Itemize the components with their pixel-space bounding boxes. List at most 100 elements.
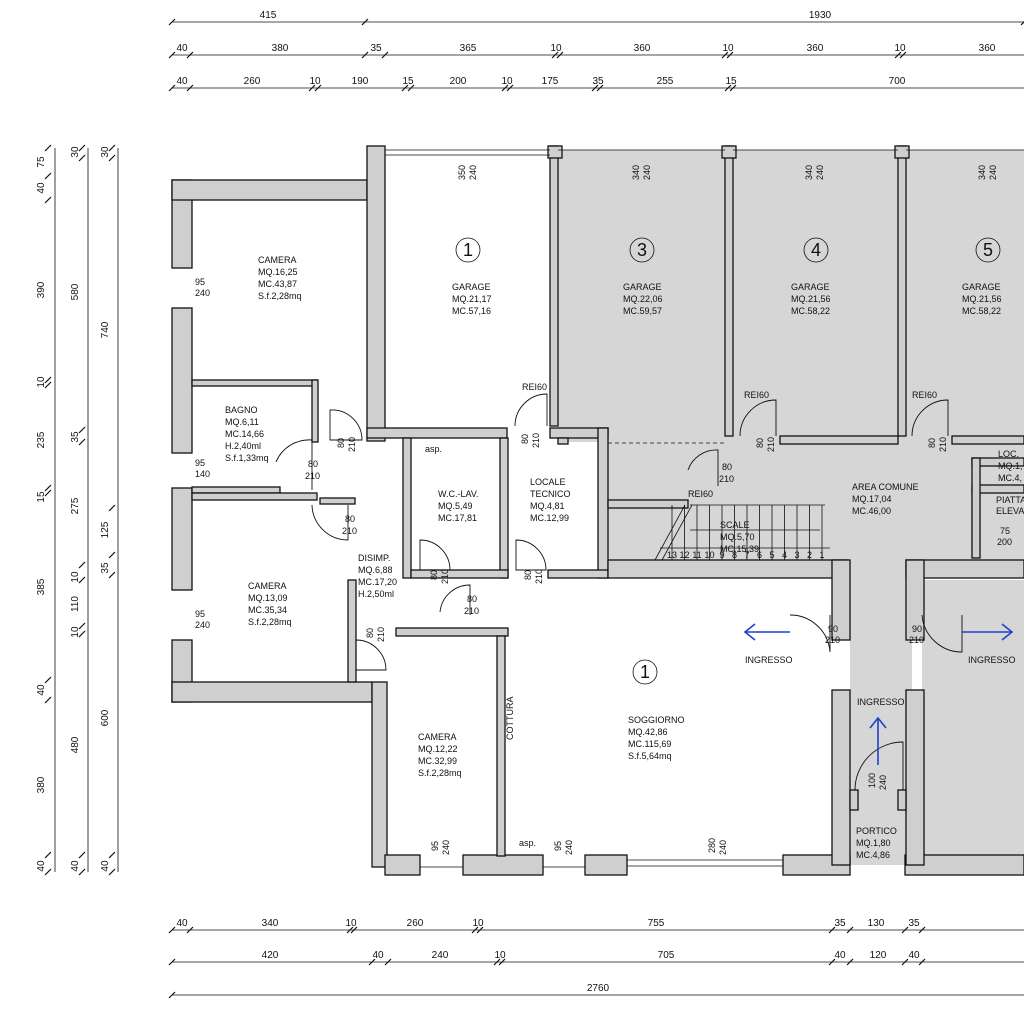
room-loc: LOC. MQ.1, MC.4, <box>998 449 1023 483</box>
dimension-tick <box>894 51 902 59</box>
dimension-value: 380 <box>272 43 289 54</box>
dimension-value: 125 <box>100 521 111 538</box>
dimension-tick <box>168 926 176 934</box>
dimension-tick <box>1020 21 1024 26</box>
dimension-tick <box>901 926 909 934</box>
dimension-tick <box>78 426 86 434</box>
room-disimpegno: DISIMP. MQ.6,88 MC.17,20 H.2,50ml <box>358 553 397 599</box>
garage-openings <box>385 149 1024 444</box>
dimension-value: 40 <box>176 43 188 54</box>
dimension-value: 10 <box>309 76 321 87</box>
dimension-value: 10 <box>472 918 484 929</box>
opening-width: 95 <box>195 277 205 287</box>
opening-height: 210 <box>534 569 544 584</box>
room-wc: W.C.-LAV. MQ.5,49 MC.17,81 <box>438 489 479 523</box>
dimension-tick <box>108 504 116 512</box>
room-area: MQ.16,25 <box>258 267 298 277</box>
dimension-value: 40 <box>36 182 47 194</box>
dimension-lines <box>54 21 1024 996</box>
dimension-tick <box>168 84 176 92</box>
stair-step-number: 8 <box>732 550 737 560</box>
dimension-value: 275 <box>70 497 81 514</box>
opening-height: 240 <box>718 840 728 855</box>
dimension-value: 10 <box>722 43 734 54</box>
unit-number-garage-3: 3 <box>637 240 647 260</box>
room-volume: MC.58,22 <box>791 306 830 316</box>
room-name: CAMERA <box>258 255 297 265</box>
dimension-value: 40 <box>908 950 920 961</box>
walls <box>171 145 1024 876</box>
opening-width: 80 <box>467 594 477 604</box>
room-bagno: BAGNO MQ.6,11 MC.14,66 H.2,40ml S.f.1,33… <box>225 405 269 463</box>
cottura-label: COTTURA <box>505 697 515 741</box>
opening-width: 350 <box>457 165 467 180</box>
dimension-value: 30 <box>70 146 81 158</box>
dimension-tick <box>401 84 409 92</box>
opening-height: 210 <box>766 437 776 452</box>
room-name: GARAGE <box>623 282 662 292</box>
room-volume: MC.32,99 <box>418 756 457 766</box>
room-height: H.2,50ml <box>358 589 394 599</box>
dimension-tick <box>493 958 501 966</box>
opening-height: 240 <box>815 165 825 180</box>
unit-number-soggiorno: 1 <box>640 662 650 682</box>
opening-height: 200 <box>997 537 1012 547</box>
room-area: MQ.5,70 <box>720 532 755 542</box>
opening-height: 210 <box>342 526 357 536</box>
opening-width: 80 <box>523 570 533 580</box>
opening-width: 90 <box>912 624 922 634</box>
dimension-tick <box>314 84 322 92</box>
opening-width: 80 <box>345 514 355 524</box>
opening-width: 95 <box>195 609 205 619</box>
dimension-value: 40 <box>372 950 384 961</box>
room-area-comune: AREA COMUNE MQ.17,04 MC.46,00 <box>852 482 919 516</box>
dimension-value: 260 <box>407 918 424 929</box>
room-area: MQ.4,81 <box>530 501 565 511</box>
room-volume: MC.17,81 <box>438 513 477 523</box>
stair-step-number: 1 <box>819 550 824 560</box>
dimension-value: 40 <box>36 684 47 696</box>
dimension-tick <box>346 926 354 934</box>
room-area: MQ.22,06 <box>623 294 663 304</box>
dimension-tick <box>186 926 194 934</box>
opening-width: 95 <box>195 458 205 468</box>
dimension-tick <box>44 868 52 876</box>
dimension-tick <box>350 926 358 934</box>
opening-height: 240 <box>195 620 210 630</box>
opening-width: 80 <box>365 628 375 638</box>
opening-height: 210 <box>440 569 450 584</box>
room-locale-tecnico: LOCALE TECNICO MQ.4,81 MC.12,99 <box>530 477 571 523</box>
stair-step-number: 7 <box>744 550 749 560</box>
room-window-area: S.f.2,28mq <box>418 768 462 778</box>
opening-width: 100 <box>867 773 877 788</box>
dimension-value: 35 <box>834 918 846 929</box>
dimension-value: 35 <box>100 562 111 574</box>
room-volume: MC.57,16 <box>452 306 491 316</box>
dimension-value: 40 <box>36 860 47 872</box>
dimension-tick <box>168 958 176 966</box>
opening-height: 140 <box>195 469 210 479</box>
asp-label: asp. <box>519 838 536 848</box>
dimension-value: 755 <box>648 918 665 929</box>
room-camera-3: CAMERA MQ.12,22 MC.32,99 S.f.2,28mq <box>418 732 462 778</box>
room-garage-3: GARAGE MQ.22,06 MC.59,57 <box>623 282 663 316</box>
stair-step-number: 12 <box>679 550 689 560</box>
dimension-value: 240 <box>432 950 449 961</box>
dimension-value: 235 <box>36 431 47 448</box>
stair-step-number: 6 <box>757 550 762 560</box>
dimension-value: 35 <box>908 918 920 929</box>
room-volume: MC.4, <box>998 473 1022 483</box>
dimension-tick <box>901 958 909 966</box>
dimension-tick <box>846 926 854 934</box>
dimension-tick <box>476 926 484 934</box>
dimension-tick <box>78 630 86 638</box>
dimension-value: 380 <box>36 776 47 793</box>
opening-height: 240 <box>564 840 574 855</box>
rei-label: REI60 <box>688 489 713 499</box>
dimension-value: 190 <box>352 76 369 87</box>
room-area: MQ.12,22 <box>418 744 458 754</box>
opening-width: 95 <box>553 841 563 851</box>
